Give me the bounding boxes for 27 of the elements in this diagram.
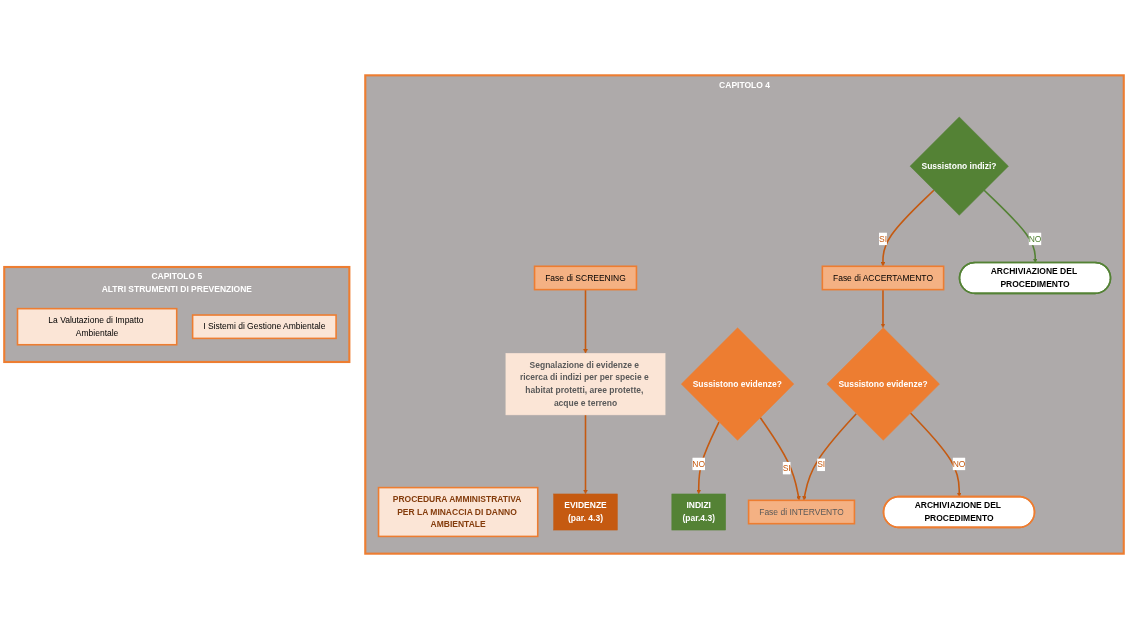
node-box: Fase di SCREENING (533, 265, 638, 291)
node-diamond: Sussistono indizi? (909, 116, 1009, 216)
node-box: Fase di INTERVENTO (747, 499, 856, 525)
edge-label: SI (817, 459, 826, 470)
node-box: PROCEDURA AMMINISTRATIVA PER LA MINACCIA DI DANNO AMBIENTALE (377, 486, 539, 538)
arrow (583, 288, 588, 354)
arrow (802, 412, 858, 501)
node-box: INDIZI (par.4.3) (671, 493, 726, 531)
node-box: Fase di ACCERTAMENTO (821, 265, 945, 291)
node-diamond: Sussistono evidenze? (826, 327, 940, 441)
arrow (880, 288, 886, 329)
arrow (880, 189, 935, 267)
edge-label: SI (782, 463, 791, 473)
arrow (696, 421, 720, 495)
arrow (909, 412, 962, 498)
arrow (983, 189, 1038, 264)
node-box: EVIDENZE (par. 4.3) (553, 493, 618, 531)
edge-label: NO (692, 459, 706, 469)
arrow (583, 414, 588, 495)
node-box: Segnalazione di evidenze e ricerca di indizi per per specie e habitat protetti, aree protette, acque e terreno (505, 353, 666, 416)
edge-label: SI (878, 234, 887, 244)
edge-label: NO (952, 459, 966, 469)
edge-label: NO (1028, 234, 1042, 244)
node-box: I Sistemi di Gestione Ambientale (191, 314, 337, 340)
arrow (759, 416, 801, 501)
node-diamond: Sussistono evidenze? (681, 327, 795, 441)
node-box: La Valutazione di Impatto Ambientale (16, 307, 178, 346)
